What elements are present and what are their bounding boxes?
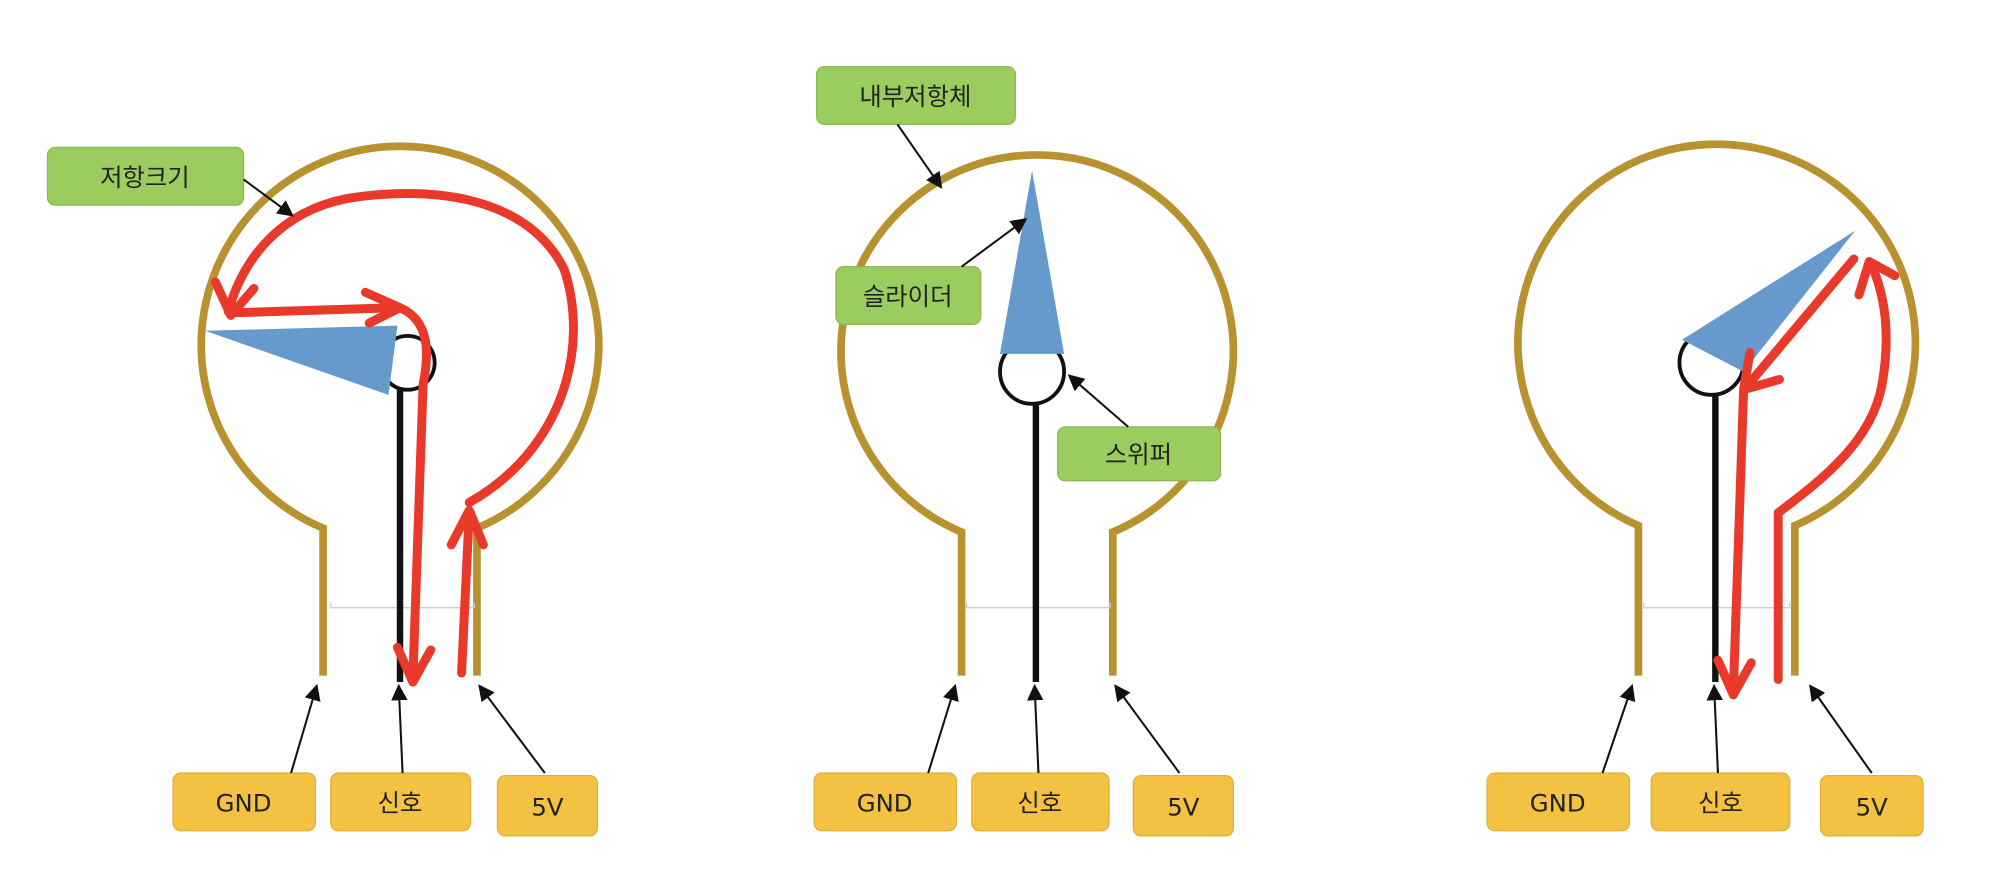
slider-wiper <box>1682 230 1856 372</box>
pin-labels: GND 신호 5V <box>172 683 599 837</box>
current-path-arrows <box>1713 254 1900 700</box>
pin-gnd-label: GND <box>216 789 272 818</box>
pin-gnd-label: GND <box>1530 789 1586 818</box>
potentiometer-structure: 내부저항체 슬라이더 스위퍼 GND 신호 5V <box>813 66 1238 837</box>
pin-vcc-label: 5V <box>1167 792 1199 821</box>
resistive-track <box>1514 140 1920 676</box>
potentiometer-max: GND 신호 5V <box>1486 140 1924 837</box>
callout-label: 스위퍼 <box>1105 440 1172 469</box>
slider-wiper <box>205 325 398 395</box>
slider-wiper <box>1000 170 1065 354</box>
pin-vcc-label: 5V <box>531 792 563 821</box>
potentiometer-min: 저항크기 GND 신호 5V <box>46 142 603 837</box>
current-path-arrows <box>210 189 578 687</box>
callout-slider: 슬라이더 <box>835 218 1028 325</box>
callout-label: 슬라이더 <box>863 282 953 311</box>
resistive-track <box>197 142 603 676</box>
callout-resistor: 내부저항체 <box>816 66 1017 189</box>
pin-signal-label: 신호 <box>378 789 423 818</box>
pin-labels: GND 신호 5V <box>1486 683 1924 837</box>
callout-label: 저항크기 <box>100 163 190 192</box>
resistive-track <box>837 151 1238 676</box>
callout-label: 내부저항체 <box>859 82 971 111</box>
callout-wiper: 스위퍼 <box>1057 374 1222 482</box>
pin-labels: GND 신호 5V <box>813 683 1234 837</box>
pin-vcc-label: 5V <box>1856 792 1888 821</box>
callout-resistance: 저항크기 <box>46 146 294 217</box>
pin-gnd-label: GND <box>857 789 913 818</box>
pin-signal-label: 신호 <box>1698 789 1743 818</box>
pin-signal-label: 신호 <box>1017 789 1062 818</box>
